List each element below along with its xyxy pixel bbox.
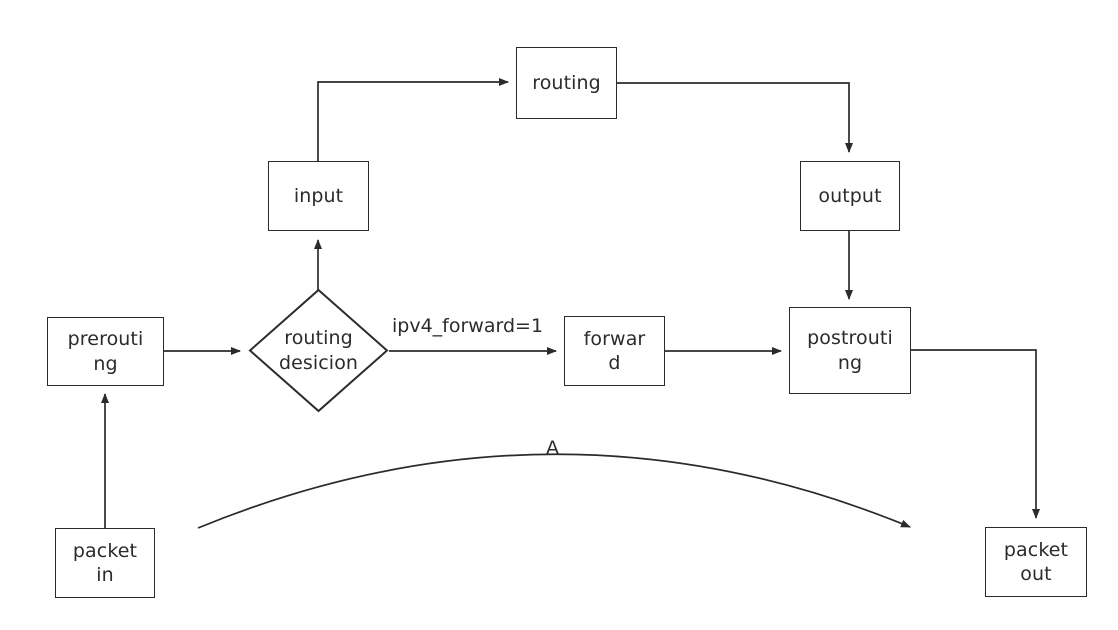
node-prerouting-label: prerouti ng	[67, 328, 144, 375]
node-packet-out[interactable]: packet out	[985, 527, 1087, 597]
node-output-label: output	[818, 184, 882, 207]
diamond-shape	[248, 288, 389, 413]
node-routing[interactable]: routing	[516, 47, 617, 119]
node-packet-in[interactable]: packet in	[55, 528, 155, 598]
edge-routing-to-output	[617, 82, 853, 153]
edge-postrouting-to-packet-out	[911, 349, 1040, 519]
edge-arc-a	[197, 453, 911, 529]
node-forward-label: forwar d	[583, 327, 646, 374]
node-input[interactable]: input	[268, 161, 369, 231]
node-routing-decision[interactable]: routing desicion	[248, 288, 389, 413]
node-packet-out-label: packet out	[1003, 538, 1069, 585]
edge-label-arc-a: A	[546, 437, 559, 459]
node-postrouting-label: postrouti ng	[807, 327, 893, 374]
node-routing-decision-label: routing desicion	[278, 326, 359, 374]
node-packet-in-label: packet in	[72, 539, 138, 586]
node-output[interactable]: output	[800, 161, 900, 231]
node-postrouting[interactable]: postrouti ng	[789, 307, 911, 394]
node-prerouting[interactable]: prerouti ng	[47, 317, 164, 386]
edge-label-ipv4-forward: ipv4_forward=1	[392, 315, 544, 337]
node-routing-label: routing	[532, 71, 601, 94]
node-forward[interactable]: forwar d	[564, 316, 665, 386]
node-input-label: input	[293, 184, 344, 207]
edge-input-to-routing	[317, 78, 509, 161]
